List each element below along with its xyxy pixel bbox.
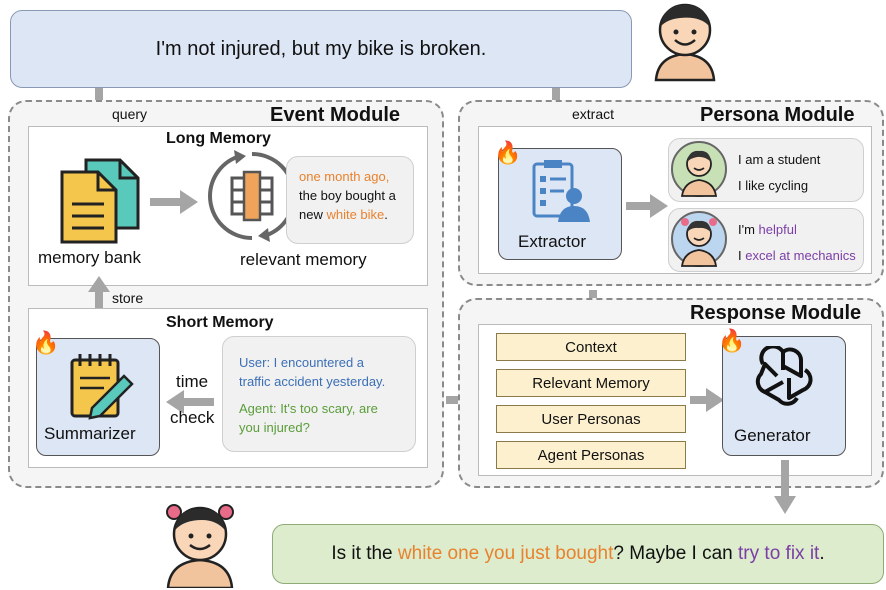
agent-dialogue-line-1: Agent: It's too scary, are — [239, 401, 378, 416]
query-label: query — [112, 106, 148, 122]
notepad-pencil-icon — [70, 354, 134, 420]
user-message-text: I'm not injured, but my bike is broken. — [155, 37, 487, 60]
memory-highlight: white bike — [326, 207, 385, 222]
check-label: check — [170, 408, 215, 427]
user-persona-line-2: I like cycling — [738, 178, 809, 193]
agent-reply-bubble: Is it the white one you just bought? May… — [272, 524, 884, 584]
agent-dialogue-line-2: you injured? — [239, 420, 310, 435]
summarize-arrow-icon — [166, 390, 214, 414]
fire-icon: 🔥 — [718, 328, 746, 353]
boy-avatar-icon — [654, 3, 716, 82]
generator-arrow-icon — [690, 388, 724, 412]
time-label: time — [176, 372, 209, 391]
relevant-memory-label: relevant memory — [240, 250, 367, 269]
openai-logo-icon — [755, 346, 813, 406]
context-input-box: Context — [496, 333, 686, 361]
agent-personas-input-box: Agent Personas — [496, 441, 686, 469]
response-module-title: Response Module — [690, 302, 862, 324]
relevant-memory-input-box: Relevant Memory — [496, 369, 686, 397]
generator-label: Generator — [734, 426, 811, 445]
long-memory-title: Long Memory — [166, 130, 271, 147]
agent-reply-text: Is it the white one you just bought? May… — [331, 543, 825, 564]
boy-avatar-icon — [671, 141, 727, 197]
reply-persona-highlight: try to fix it — [738, 543, 820, 564]
fire-icon: 🔥 — [494, 140, 522, 165]
extractor-label: Extractor — [518, 232, 587, 251]
memory-line-3: new white bike. — [299, 207, 388, 222]
girl-avatar-icon — [166, 504, 234, 588]
user-message-bubble: I'm not injured, but my bike is broken. — [10, 10, 632, 88]
memory-bank-label: memory bank — [38, 248, 141, 267]
short-memory-title: Short Memory — [166, 314, 274, 331]
girl-avatar-icon — [671, 211, 727, 267]
documents-icon — [60, 158, 140, 244]
event-module-title: Event Module — [270, 104, 401, 126]
fire-icon: 🔥 — [32, 330, 60, 355]
store-label: store — [112, 290, 144, 306]
user-dialogue-line-1: User: I encountered a — [239, 355, 365, 370]
summarizer-label: Summarizer — [44, 424, 136, 443]
retrieve-arrow-icon — [150, 190, 198, 214]
agent-persona-line-1: I'm helpful — [738, 222, 797, 237]
persona-module-title: Persona Module — [700, 104, 855, 126]
id-card-icon — [532, 160, 590, 222]
user-dialogue-line-2: traffic accident yesterday. — [239, 374, 386, 389]
extract-label: extract — [572, 106, 615, 122]
memory-card: one month ago, the boy bought a new whit… — [286, 156, 414, 244]
dialogue-card: User: I encountered a traffic accident y… — [222, 336, 416, 452]
persona-arrow-icon — [626, 194, 668, 218]
memory-line-1: one month ago, — [299, 169, 390, 184]
user-personas-input-box: User Personas — [496, 405, 686, 433]
reply-memory-highlight: white one you just bought — [397, 543, 614, 564]
user-persona-line-1: I am a student — [738, 152, 821, 167]
memory-line-2: the boy bought a — [299, 188, 396, 203]
agent-persona-line-2: I excel at mechanics — [738, 248, 856, 263]
reply-arrow-icon — [774, 460, 796, 514]
